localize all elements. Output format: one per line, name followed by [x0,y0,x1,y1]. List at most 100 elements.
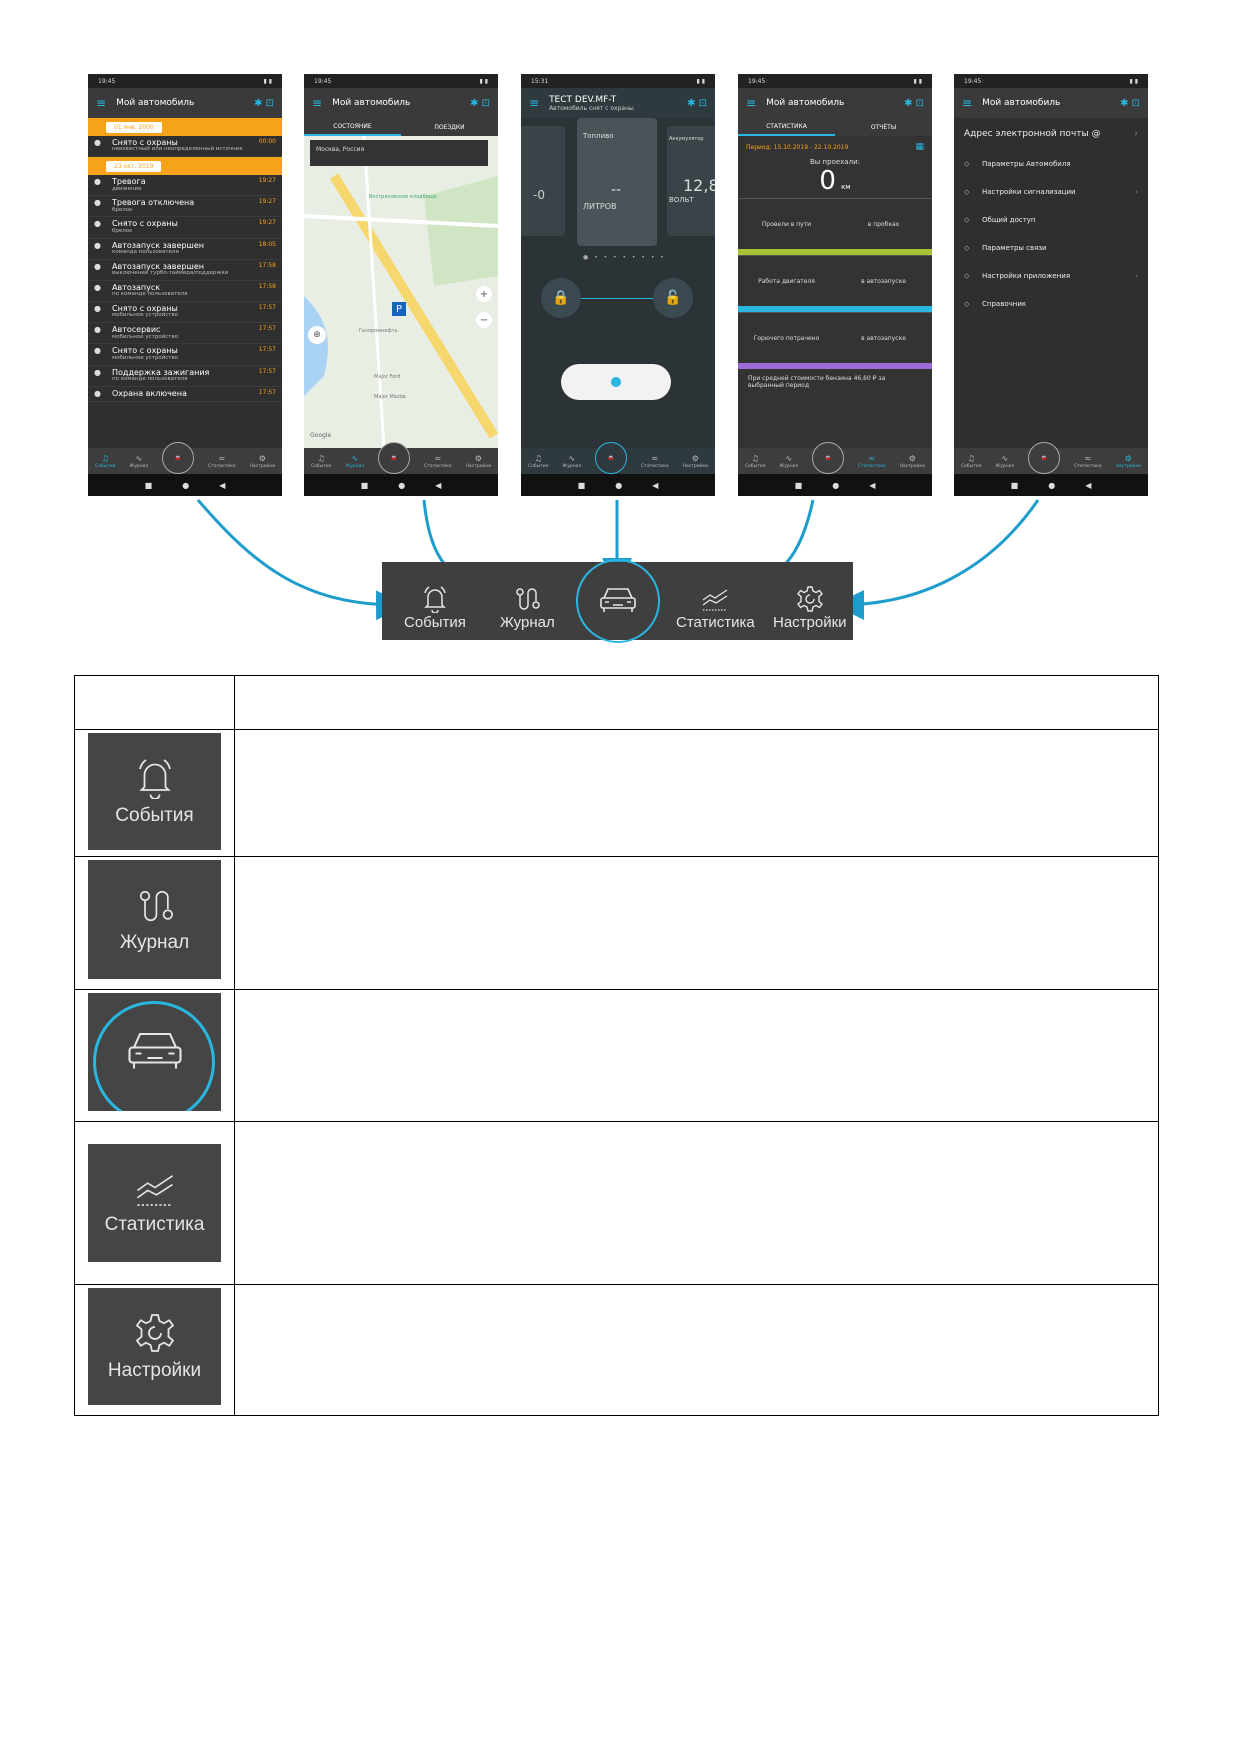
tab-car[interactable]: 🚘 [812,442,845,474]
tabbar: ♫События ∿Журнал 🚘 ≈Статистика ⚙Настройк… [738,442,932,474]
fuel-card[interactable]: Топливо -- ЛИТРОВ [577,118,657,246]
event-time: 19:27 [258,198,276,206]
tab-journal[interactable]: ∿Журнал [995,453,1015,469]
arrow-settings [834,499,1040,620]
big-tab-car[interactable] [576,559,660,643]
zoom-out-button[interactable]: − [476,312,492,328]
locate-icon[interactable]: ⊕ [308,326,326,344]
tab-journal[interactable]: ∿Журнал [345,453,365,469]
tab-journal[interactable]: ∿Журнал [779,453,799,469]
stat-sublabel: в автозапуске [861,334,906,342]
stat-color-bar [738,306,932,312]
event-source: команда пользователя [112,249,179,256]
tab-journal[interactable]: ∿Журнал [129,453,149,469]
route-icon [513,584,541,614]
menu-icon[interactable]: ≡ [312,96,323,110]
map[interactable]: Москва, Россия P Востряковское кладбище … [304,136,498,448]
tab-car[interactable]: 🚘 [162,442,195,474]
tab-settings[interactable]: ⚙Настройки [899,453,925,469]
big-tab-events[interactable]: События [404,584,466,631]
settings-item[interactable]: ◇Параметры Автомобиля [954,150,1148,178]
gear-icon [134,1312,176,1360]
gauge-card-left[interactable]: -0 [521,126,565,236]
chart-icon [133,1170,177,1214]
battery-card[interactable]: Аккумулятор 12,8 ВОЛЬТ [667,126,715,236]
big-tab-stats[interactable]: Статистика [676,584,755,631]
tab-car[interactable]: 🚘 [1028,442,1061,474]
big-tab-settings[interactable]: Настройки [773,584,847,631]
big-tab-journal[interactable]: Журнал [500,584,555,631]
settings-item[interactable]: ◇Настройки приложения› [954,262,1148,290]
stat-label: Горючего потрачено [753,334,820,342]
tab-settings[interactable]: ⚙Настройки [249,453,275,469]
tab-stats[interactable]: ≈Статистика [424,453,452,469]
email-item[interactable]: Адрес электронной почты @› [964,129,1138,139]
tile-car [88,993,221,1111]
tab-car[interactable]: 🚘 [595,442,628,474]
tab-stats[interactable]: ≈Статистика [641,453,669,469]
settings-item-label: Настройки приложения [982,272,1071,280]
tab-settings[interactable]: ⚙Настройки [682,453,708,469]
home-icon[interactable]: ● [182,480,190,490]
back-icon[interactable]: ◀ [219,480,226,490]
tab-events[interactable]: ♫События [527,453,549,469]
zoom-in-button[interactable]: + [476,286,492,302]
calendar-icon[interactable]: ▦ [915,142,924,152]
phone-icon: ◇ [964,272,970,280]
tab-car[interactable]: 🚘 [378,442,411,474]
unlock-button[interactable]: 🔓 [653,278,693,318]
tab-reports[interactable]: ОТЧЁТЫ [870,123,897,131]
recent-apps-icon[interactable]: ■ [144,480,153,490]
tab-settings[interactable]: ⚙Настройки [465,453,491,469]
settings-item[interactable]: ◇ Справочник [954,290,1148,318]
event-title: Автозапуск завершен [112,261,204,271]
stat-row[interactable]: Горючего потрачено в автозапуске [738,312,932,363]
tab-stats[interactable]: ≈Статистика [208,453,236,469]
event-icon: ● [94,138,101,147]
menu-icon[interactable]: ≡ [96,96,107,110]
tab-journal[interactable]: ∿Журнал [562,453,582,469]
tab-events[interactable]: ♫События [960,453,982,469]
tab-statistics[interactable]: СТАТИСТИКА [738,118,835,136]
tile-stats: Статистика [88,1144,221,1262]
settings-item[interactable]: ◇Настройки сигнализации› [954,178,1148,206]
menu-icon[interactable]: ≡ [962,96,973,110]
chevron-right-icon: › [1134,129,1138,139]
settings-item-label: Справочник [982,300,1027,308]
tab-settings[interactable]: ⚙Настройки [1115,453,1141,469]
pager-dots[interactable]: ● • • • • • • • • [583,254,666,261]
event-title: Охрана включена [112,388,187,398]
menu-icon[interactable]: ≡ [529,96,540,110]
settings-item[interactable]: ◇Общий доступ [954,206,1148,234]
tab-events[interactable]: ♫События [310,453,332,469]
lock-status-icon[interactable]: ✱ ⊡ [254,97,274,109]
menu-icon[interactable]: ≡ [746,96,757,110]
lock-button[interactable]: 🔒 [541,278,581,318]
car-icon [598,584,638,618]
tab-stats[interactable]: ≈Статистика [858,453,886,469]
settings-item[interactable]: ◇Параметры связи [954,234,1148,262]
event-title: Автозапуск завершен [112,240,204,250]
tab-stats[interactable]: ≈Статистика [1074,453,1102,469]
tab-trips[interactable]: ПОЕЗДКИ [434,123,465,131]
tab-events[interactable]: ♫События [744,453,766,469]
event-title: Снято с охраны [112,219,178,229]
event-source: мобильное устройство [112,312,179,319]
tab-events[interactable]: ♫События [94,453,116,469]
tab-state[interactable]: СОСТОЯНИЕ [304,118,401,136]
book-icon: ◇ [964,300,970,308]
